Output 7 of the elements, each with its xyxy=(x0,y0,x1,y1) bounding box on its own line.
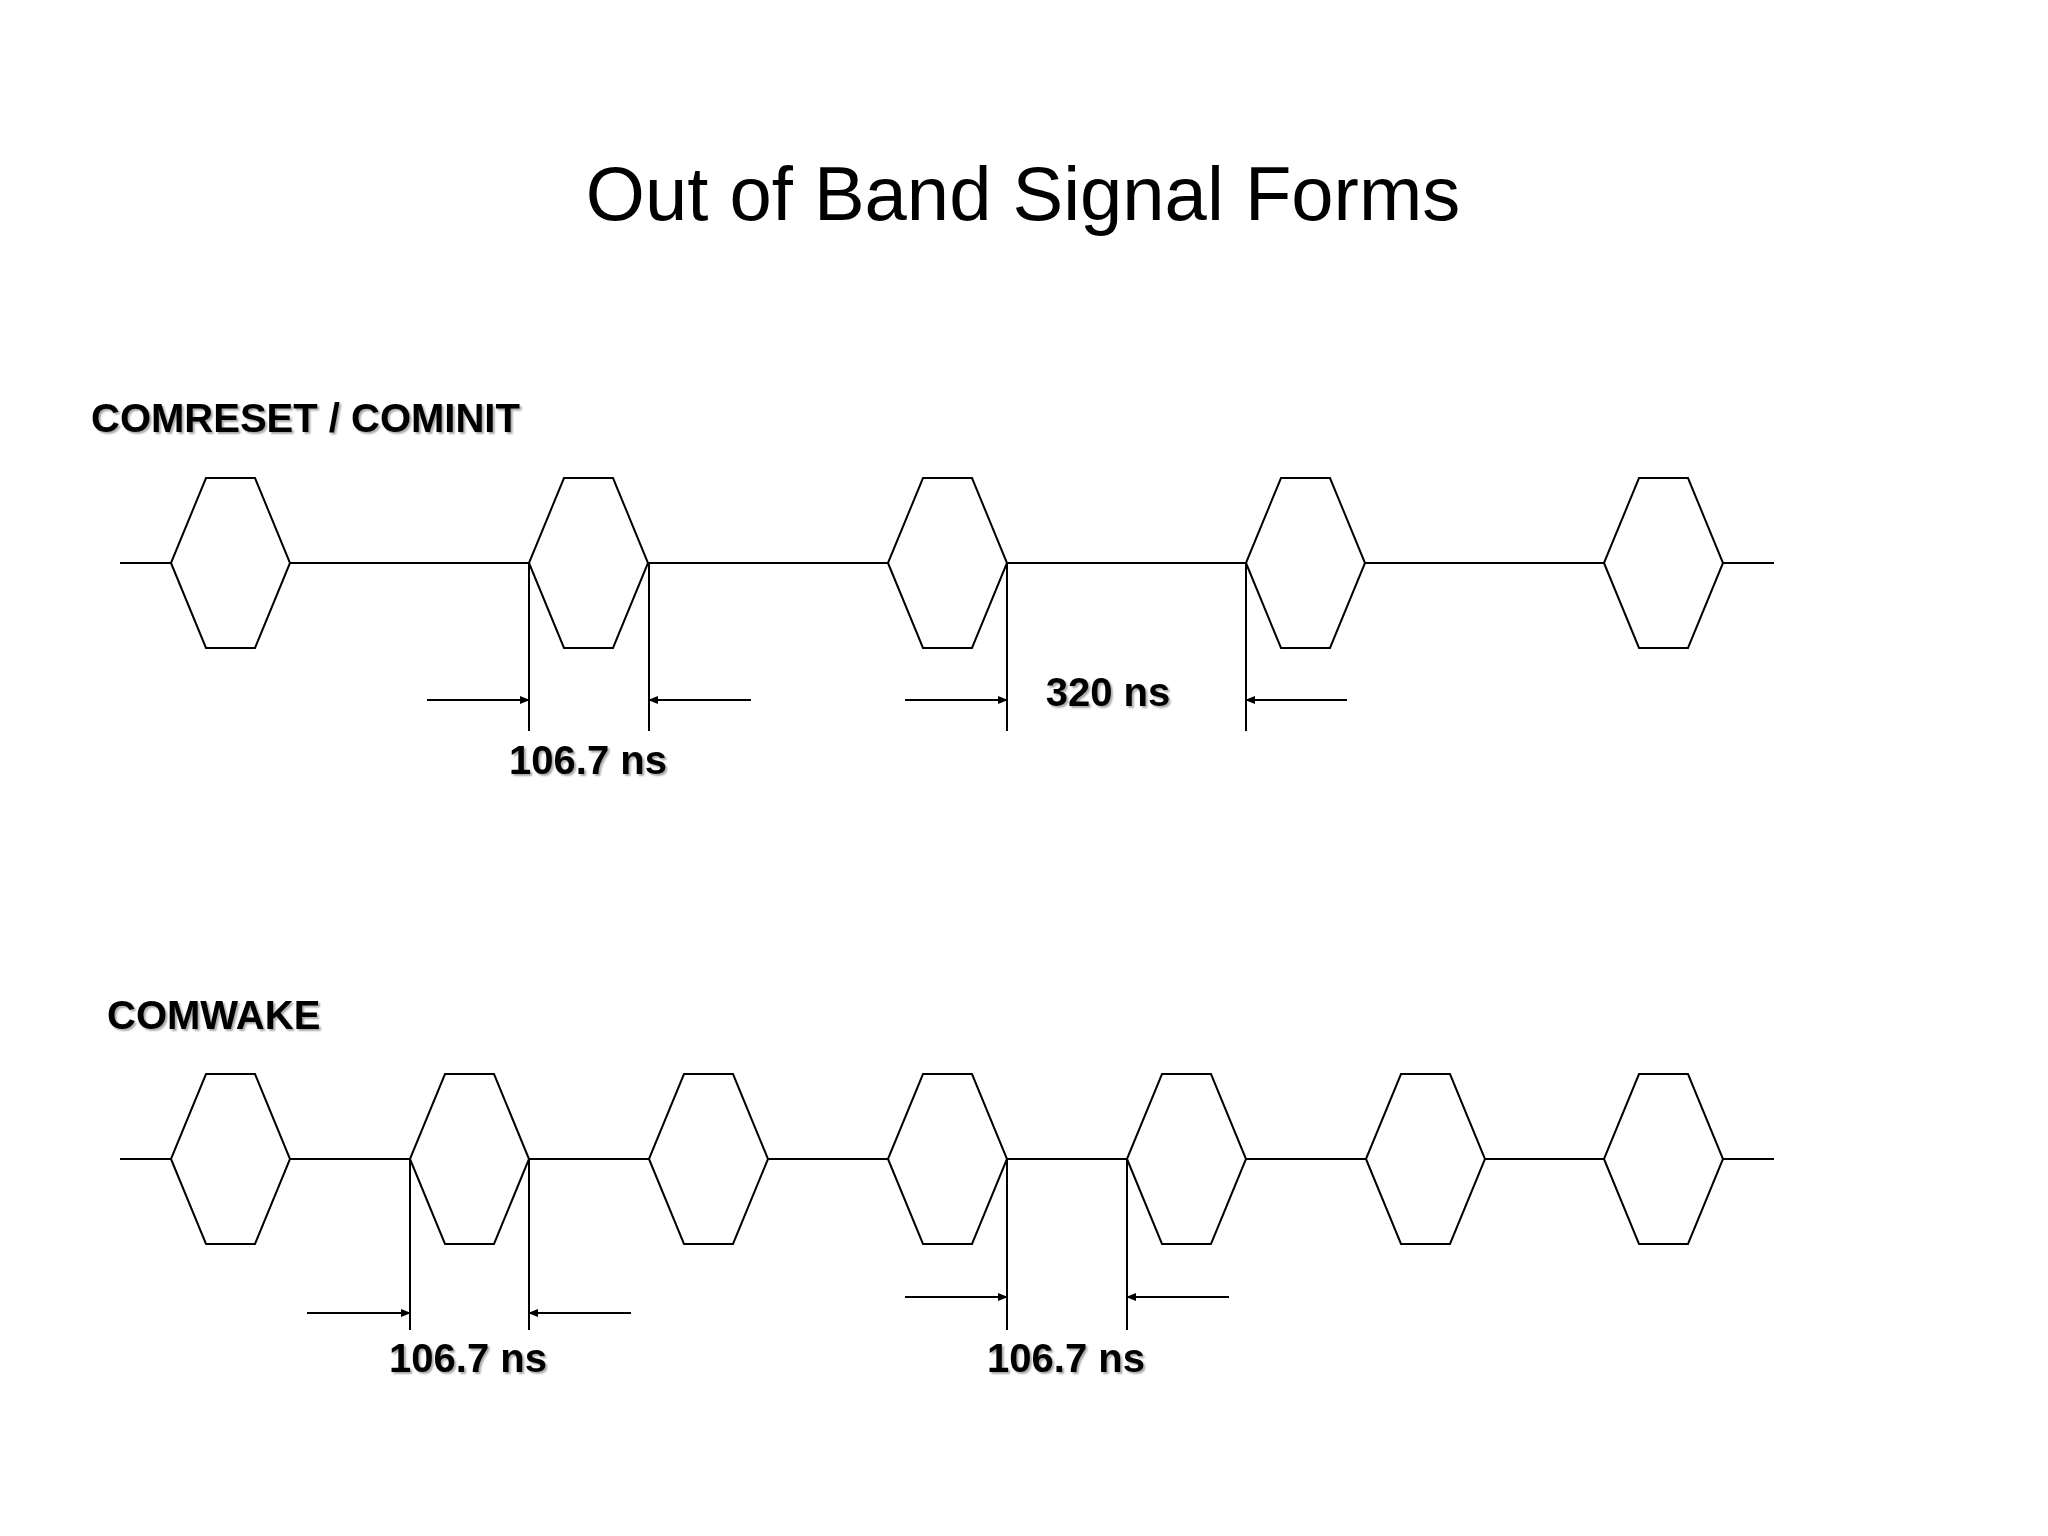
dimension-label: 106.7 ns xyxy=(987,1335,1145,1381)
diagram-title: Out of Band Signal Forms xyxy=(585,149,1461,237)
signal-name: COMWAKE xyxy=(107,992,321,1038)
signal-name: COMRESET / COMINIT xyxy=(91,395,520,441)
dimension-label: 106.7 ns xyxy=(509,737,667,783)
dimension-label: 320 ns xyxy=(1045,669,1171,715)
dimension-label: 106.7 ns xyxy=(389,1335,547,1381)
